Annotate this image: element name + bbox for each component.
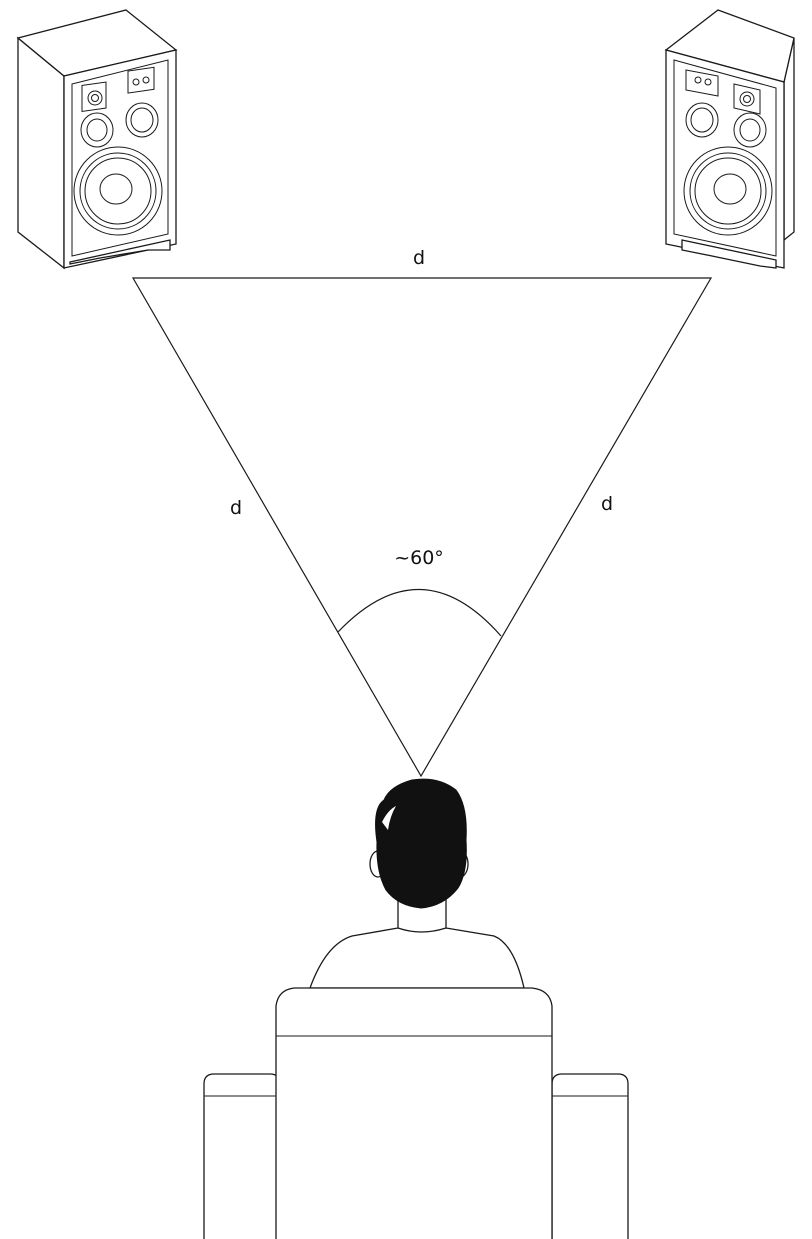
listening-triangle — [131, 277, 713, 778]
speaker-left-icon — [16, 9, 178, 270]
listener-icon — [309, 778, 525, 989]
angle-label: ~60° — [394, 547, 444, 569]
listener-head-icon — [375, 778, 467, 909]
right-side-label: d — [601, 493, 613, 515]
angle-arc — [337, 588, 502, 637]
armchair-icon — [203, 987, 629, 1239]
listener-torso — [309, 927, 525, 989]
left-side-label: d — [230, 497, 242, 519]
speaker-right-icon — [664, 9, 795, 269]
top-side-label: d — [413, 247, 425, 269]
